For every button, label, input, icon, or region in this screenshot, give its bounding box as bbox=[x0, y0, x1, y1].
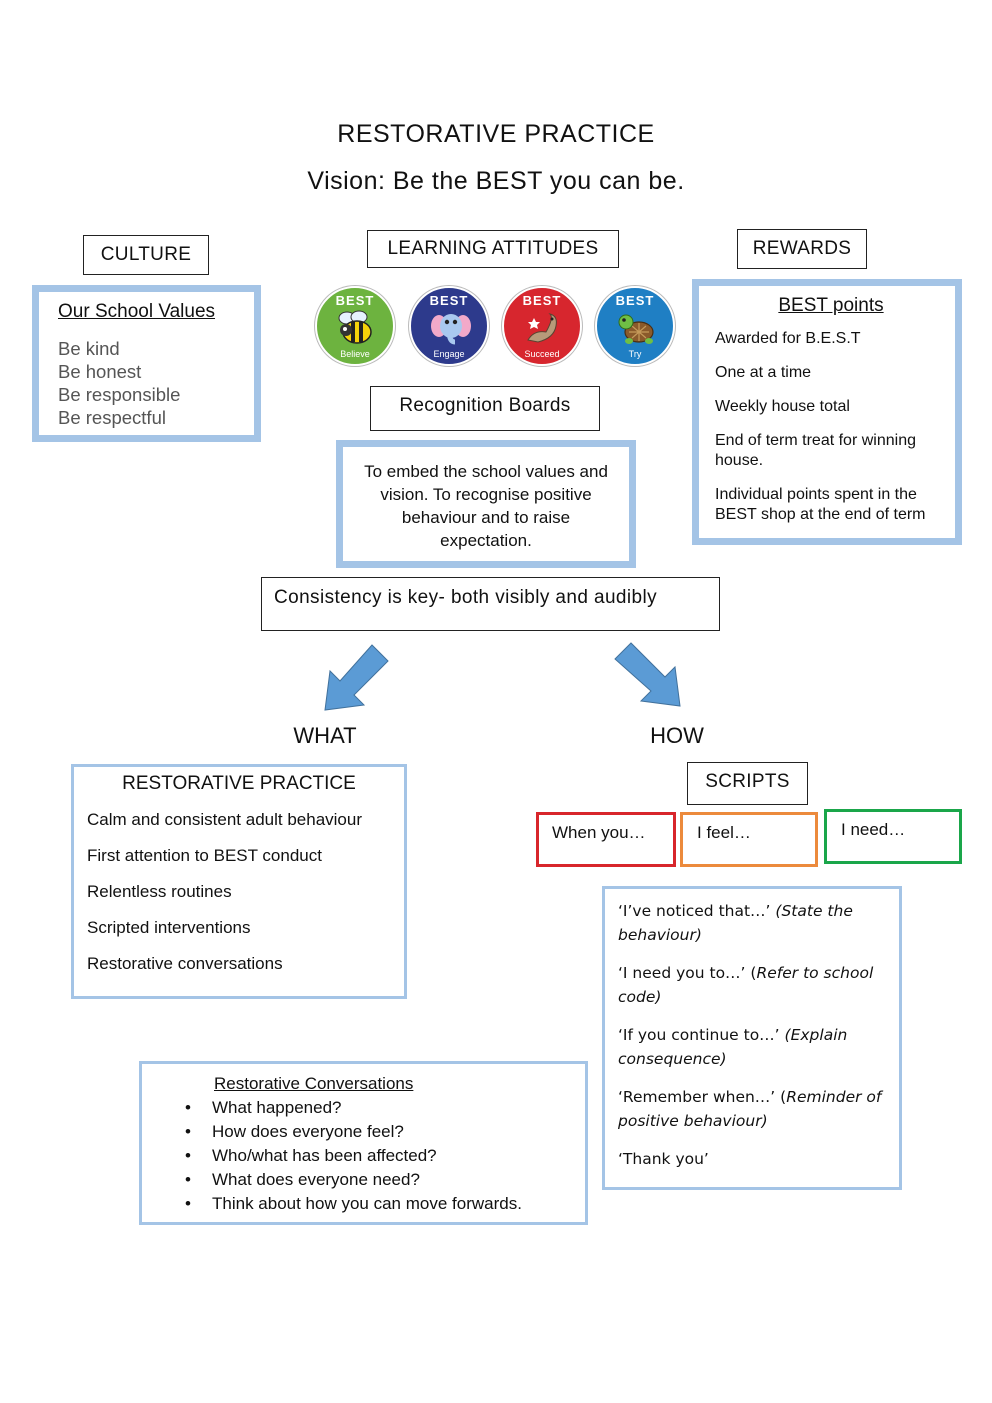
arrow-down-left-icon bbox=[324, 644, 389, 711]
badge-title: BEST bbox=[429, 293, 469, 308]
elephant-icon bbox=[431, 314, 471, 345]
badge-title: BEST bbox=[615, 293, 655, 308]
i-feel-text: I feel… bbox=[697, 823, 751, 842]
arrow-down-right-icon bbox=[614, 642, 681, 707]
recognition-boards-label: Recognition Boards bbox=[370, 386, 600, 431]
consistency-text: Consistency is key- both visibly and aud… bbox=[274, 587, 657, 608]
seal-icon bbox=[527, 313, 557, 343]
scripts-box: ‘I’ve noticed that…’ (State the behaviou… bbox=[602, 886, 902, 1190]
value-item: Be kind bbox=[58, 338, 120, 359]
script-line: ‘If you continue to…’ (Explain consequen… bbox=[618, 1026, 848, 1068]
practice-item: Restorative conversations bbox=[87, 954, 283, 973]
when-you-text: When you… bbox=[552, 823, 646, 842]
school-values-list: Be kind Be honest Be responsible Be resp… bbox=[58, 337, 254, 429]
school-values-title: Our School Values bbox=[58, 301, 216, 322]
i-need-text: I need… bbox=[841, 820, 906, 839]
badge-caption: Try bbox=[628, 349, 642, 359]
succeed-badge: BEST Succeed bbox=[502, 286, 582, 366]
try-badge: BEST Try bbox=[595, 286, 675, 366]
badge-caption: Succeed bbox=[524, 349, 560, 359]
reward-item: Individual points spent in the BEST shop… bbox=[715, 486, 926, 523]
rewards-label: REWARDS bbox=[737, 229, 867, 269]
vision-statement: Vision: Be the BEST you can be. bbox=[307, 167, 685, 195]
turtle-icon bbox=[618, 314, 654, 344]
badge-title: BEST bbox=[522, 293, 562, 308]
best-points-box: BEST points Awarded for B.E.S.T One at a… bbox=[692, 279, 962, 545]
script-line: ‘Remember when…’ (Reminder of positive b… bbox=[618, 1088, 882, 1130]
badge-caption: Engage bbox=[433, 349, 465, 359]
list-item: What does everyone need? bbox=[142, 1168, 585, 1192]
when-you-box: When you… bbox=[536, 812, 676, 867]
value-item: Be responsible bbox=[58, 384, 181, 405]
engage-badge: BEST Engage bbox=[409, 286, 489, 366]
school-values-box: Our School Values Be kind Be honest Be r… bbox=[32, 285, 261, 442]
reward-item: Weekly house total bbox=[715, 398, 850, 415]
best-points-title: BEST points bbox=[778, 295, 884, 316]
practice-item: First attention to BEST conduct bbox=[87, 846, 322, 865]
restorative-conversations-box: Restorative Conversations What happened?… bbox=[139, 1061, 588, 1225]
restorative-conversations-title: Restorative Conversations bbox=[214, 1074, 414, 1093]
reward-item: End of term treat for winning house. bbox=[715, 432, 916, 469]
list-item: What happened? bbox=[142, 1096, 585, 1120]
list-item: Think about how you can move forwards. bbox=[142, 1192, 585, 1216]
what-label: WHAT bbox=[293, 723, 357, 748]
badge-caption: Believe bbox=[340, 349, 370, 359]
believe-badge: BEST Believe bbox=[315, 286, 395, 366]
culture-label: CULTURE bbox=[83, 235, 209, 275]
learning-attitudes-label: LEARNING ATTITUDES bbox=[367, 230, 619, 268]
reward-item: Awarded for B.E.S.T bbox=[715, 330, 861, 347]
conversation-questions-list: What happened? How does everyone feel? W… bbox=[142, 1096, 585, 1216]
consistency-box: Consistency is key- both visibly and aud… bbox=[261, 577, 720, 631]
value-item: Be respectful bbox=[58, 407, 166, 428]
bee-icon bbox=[338, 310, 372, 344]
restorative-practice-title: RESTORATIVE PRACTICE bbox=[122, 773, 356, 794]
reward-item: One at a time bbox=[715, 364, 812, 381]
restorative-practice-box: RESTORATIVE PRACTICE Calm and consistent… bbox=[71, 764, 407, 999]
script-line: ‘I need you to…’ (Refer to school code) bbox=[618, 964, 874, 1006]
practice-item: Calm and consistent adult behaviour bbox=[87, 810, 362, 829]
script-line: ‘Thank you’ bbox=[618, 1150, 709, 1168]
page-title: RESTORATIVE PRACTICE bbox=[337, 120, 655, 148]
scripts-label: SCRIPTS bbox=[687, 762, 808, 805]
badge-title: BEST bbox=[335, 293, 375, 308]
list-item: Who/what has been affected? bbox=[142, 1144, 585, 1168]
recognition-boards-text: To embed the school values and vision. T… bbox=[364, 462, 608, 550]
practice-item: Relentless routines bbox=[87, 882, 232, 901]
practice-item: Scripted interventions bbox=[87, 918, 251, 937]
i-need-box: I need… bbox=[824, 809, 962, 864]
recognition-boards-box: To embed the school values and vision. T… bbox=[336, 440, 636, 568]
value-item: Be honest bbox=[58, 361, 142, 382]
list-item: How does everyone feel? bbox=[142, 1120, 585, 1144]
i-feel-box: I feel… bbox=[680, 812, 818, 867]
how-label: HOW bbox=[650, 723, 704, 748]
script-line: ‘I’ve noticed that…’ (State the behaviou… bbox=[618, 902, 853, 944]
